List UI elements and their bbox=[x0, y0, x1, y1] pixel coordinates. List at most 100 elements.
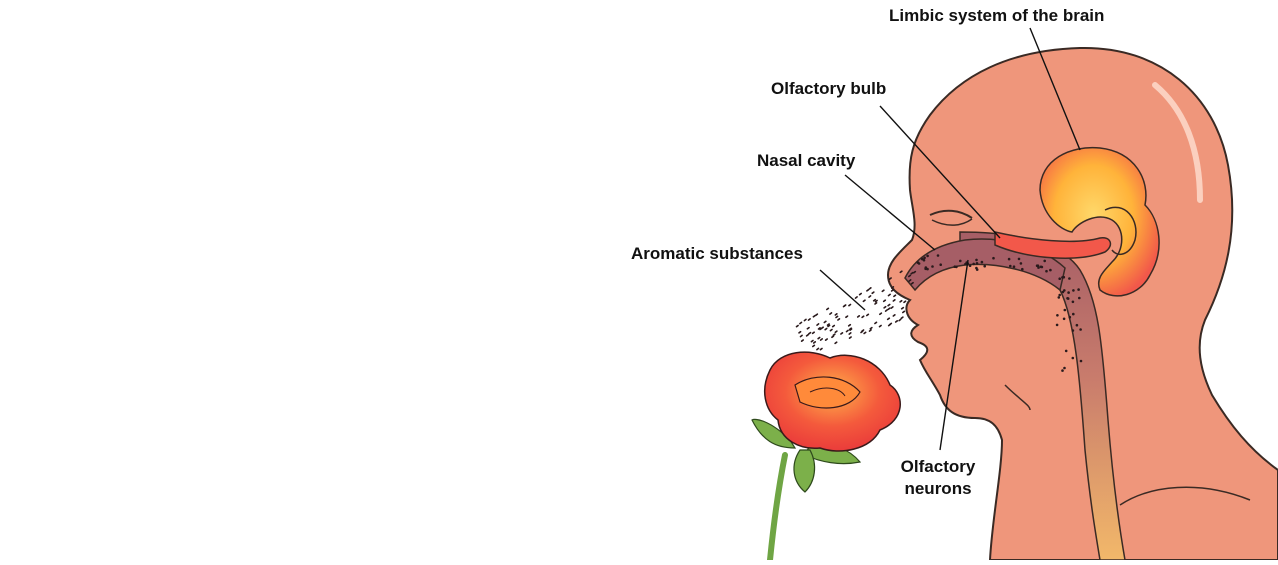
aromatic-particle bbox=[866, 288, 870, 292]
aromatic-particle bbox=[805, 333, 810, 337]
label-olfactory-bulb: Olfactory bulb bbox=[771, 79, 887, 98]
neuron-dot bbox=[975, 258, 978, 262]
aromatic-particle bbox=[890, 306, 894, 309]
aromatic-particle bbox=[800, 339, 805, 343]
aromatic-particle bbox=[865, 313, 870, 317]
aromatic-particle bbox=[874, 299, 878, 303]
aromatic-particle bbox=[816, 323, 820, 326]
neuron-dot bbox=[1078, 296, 1081, 300]
neuron-dot bbox=[1063, 289, 1066, 292]
aromatic-particle bbox=[887, 323, 892, 327]
aromatic-particle bbox=[807, 318, 811, 321]
limbic-system-region bbox=[1039, 146, 1160, 297]
aromatic-particle bbox=[848, 332, 852, 335]
rose-leaf-left bbox=[751, 418, 797, 449]
aromatic-particle bbox=[862, 299, 866, 303]
aromatic-particle bbox=[819, 347, 823, 351]
aromatic-particle bbox=[798, 330, 802, 334]
aromatic-particle bbox=[799, 321, 803, 325]
aromatic-particle bbox=[811, 344, 816, 348]
aromatic-particle bbox=[887, 293, 891, 297]
aromatic-particle bbox=[894, 319, 899, 323]
aromatic-particle bbox=[910, 281, 914, 285]
aromatic-particle bbox=[816, 347, 820, 351]
neuron-dot bbox=[1071, 300, 1075, 304]
neuron-dot bbox=[1057, 296, 1061, 299]
aromatic-particle bbox=[826, 323, 830, 327]
neuron-dot bbox=[1040, 265, 1044, 269]
aromatic-particle bbox=[856, 314, 861, 318]
aromatic-particle bbox=[858, 292, 863, 296]
aromatic-particle bbox=[854, 296, 858, 299]
neuron-dot bbox=[1072, 289, 1075, 292]
aromatic-particle bbox=[808, 331, 812, 335]
aromatic-particle bbox=[814, 313, 819, 317]
neuron-dot bbox=[1068, 277, 1071, 280]
aromatic-particle bbox=[886, 317, 891, 321]
aromatic-particle bbox=[863, 331, 867, 335]
aromatic-particle bbox=[887, 303, 891, 307]
neuron-dot bbox=[1071, 329, 1075, 332]
aromatic-particle bbox=[817, 336, 821, 340]
leader-bulb bbox=[879, 105, 1001, 239]
olfactory-bulb-region bbox=[994, 231, 1112, 259]
aromatic-particle bbox=[874, 301, 878, 305]
aromatic-particle bbox=[892, 313, 896, 317]
aromatic-particle bbox=[832, 333, 836, 337]
neuron-dot bbox=[1062, 275, 1066, 279]
neuron-dot bbox=[980, 260, 984, 264]
aromatic-particle bbox=[861, 315, 865, 319]
aromatic-particle bbox=[824, 338, 829, 342]
neuron-dot bbox=[939, 263, 942, 267]
rose-stem bbox=[767, 452, 788, 563]
leader-limbic bbox=[1029, 27, 1081, 151]
leader-nasal bbox=[844, 174, 936, 251]
aromatic-particle bbox=[840, 331, 844, 335]
neuron-dot bbox=[936, 254, 940, 257]
aromatic-particle bbox=[890, 286, 895, 289]
rose-leaf-bottom bbox=[793, 449, 816, 493]
aromatic-particle bbox=[842, 304, 846, 308]
neuron-dot bbox=[1064, 349, 1068, 353]
aromatic-particle bbox=[869, 326, 873, 330]
aromatic-particle bbox=[882, 299, 887, 303]
clavicle-line bbox=[1119, 486, 1251, 506]
aromatic-particle bbox=[799, 334, 803, 338]
neuron-dot bbox=[1058, 293, 1061, 297]
aromatic-particle bbox=[795, 324, 799, 328]
neuron-dot bbox=[1079, 359, 1083, 363]
aromatic-particle bbox=[819, 338, 824, 341]
neuron-dot bbox=[1068, 315, 1072, 319]
neuron-dot bbox=[1019, 262, 1023, 265]
aromatic-particle bbox=[837, 317, 841, 321]
leader-lines bbox=[819, 27, 1081, 451]
aromatic-particle bbox=[848, 327, 853, 331]
neuron-dot bbox=[1021, 267, 1024, 271]
neuron-dot bbox=[1035, 264, 1039, 268]
neuron-dot bbox=[955, 265, 958, 269]
aromatic-particle bbox=[848, 303, 852, 307]
neuron-dot bbox=[926, 254, 929, 258]
label-olfactory-neurons: Olfactory neurons bbox=[893, 456, 983, 500]
neuron-dot bbox=[1063, 366, 1066, 370]
aromatic-particle bbox=[824, 327, 828, 331]
aromatic-particle bbox=[845, 315, 849, 319]
neuron-dot bbox=[1045, 269, 1048, 273]
neuron-dot bbox=[968, 264, 972, 268]
aromatic-particle bbox=[827, 324, 831, 328]
aromatic-particle bbox=[874, 321, 878, 325]
aromatic-particle bbox=[812, 340, 817, 344]
neuron-dot bbox=[1061, 369, 1064, 372]
neuron-dot bbox=[1063, 308, 1067, 312]
aromatic-particle bbox=[888, 277, 892, 281]
neuron-dot bbox=[922, 258, 926, 262]
aromatic-particle bbox=[912, 270, 917, 274]
neuron-dot bbox=[992, 256, 995, 260]
aromatic-particle bbox=[903, 300, 907, 304]
neuron-dot bbox=[1075, 323, 1079, 327]
eye-icon bbox=[929, 209, 973, 219]
aromatic-particle bbox=[907, 274, 912, 278]
aromatic-particle bbox=[899, 299, 903, 303]
neuron-dot bbox=[1055, 323, 1059, 327]
